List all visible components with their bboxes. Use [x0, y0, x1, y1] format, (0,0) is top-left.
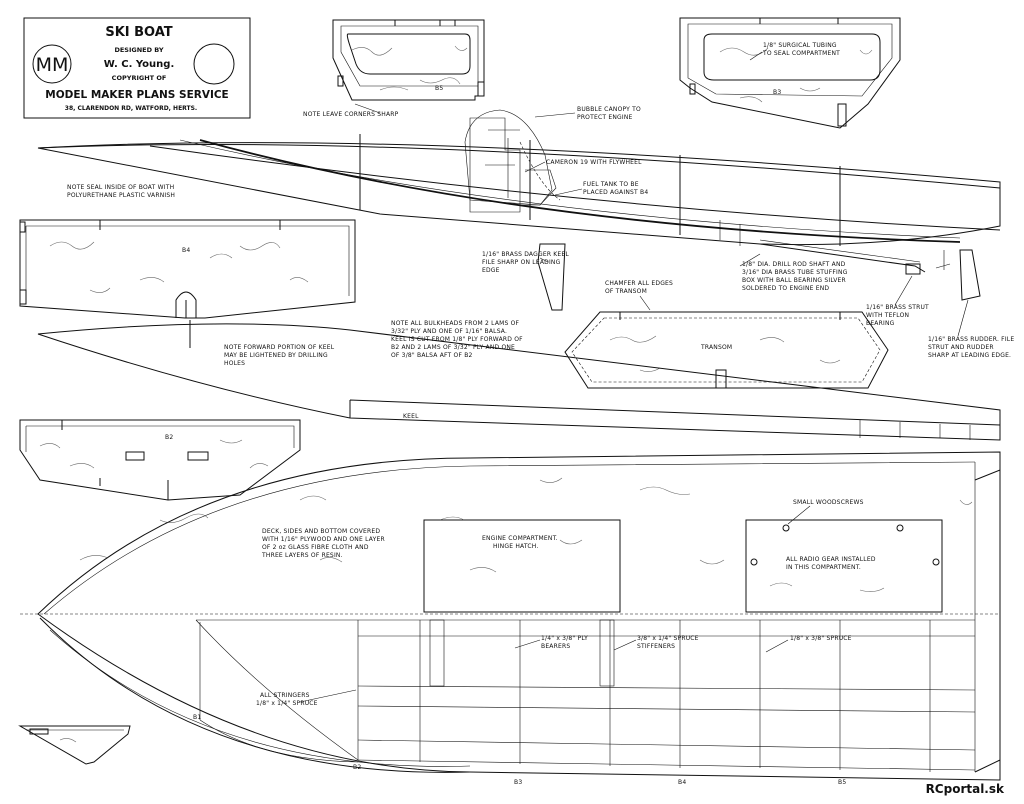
note-shaft-1: 1/8" DIA. DRILL ROD SHAFT AND: [742, 261, 846, 268]
engine-canopy: [464, 109, 557, 213]
note-dagger-3: EDGE: [482, 267, 500, 274]
bulkhead-b4: B4: [19, 219, 356, 319]
note-fuel-1: FUEL TANK TO BE: [583, 181, 639, 188]
note-shaft-4: SOLDERED TO ENGINE END: [742, 285, 829, 292]
hull-side-profile: [37, 134, 1001, 311]
note-bulk-3: KEEL IS CUT FROM 1/8" PLY FORWARD OF: [391, 336, 523, 343]
hull-plan-view: [20, 451, 1001, 781]
note-rudder-2: STRUT AND RUDDER: [928, 344, 994, 351]
plan-title: SKI BOAT: [105, 25, 172, 40]
note-dagger-2: FILE SHARP ON LEADING: [482, 259, 561, 266]
b2-label: B2: [165, 434, 173, 441]
note-leave-corners: NOTE LEAVE CORNERS SHARP: [303, 111, 399, 118]
keel: KEEL: [37, 320, 1001, 441]
note-bearers-2: BEARERS: [541, 643, 570, 650]
note-seal-2: POLYURETHANE PLASTIC VARNISH: [67, 192, 175, 199]
note-keel-3: HOLES: [224, 360, 245, 367]
b3-label: B3: [773, 89, 781, 96]
note-bulk-2: 3/32" PLY AND ONE OF 1/16" BALSA.: [391, 328, 507, 335]
note-strut-2: WITH TEFLON: [866, 312, 909, 319]
radio-compartment-hatch: [745, 519, 943, 613]
note-chamfer-1: CHAMFER ALL EDGES: [605, 280, 673, 287]
note-rudder-1: 1/16" BRASS RUDDER. FILE: [928, 336, 1014, 343]
note-deck-4: THREE LAYERS OF RESIN.: [261, 552, 343, 559]
note-shaft-2: 3/16" DIA BRASS TUBE STUFFING: [742, 269, 848, 276]
station-b1: B1: [193, 714, 201, 721]
note-bulk-4: B2 AND 2 LAMS OF 3/32" PLY AND ONE: [391, 344, 515, 351]
station-b2: B2: [353, 764, 361, 771]
transom: TRANSOM: [564, 311, 889, 389]
title-block: SKI BOAT DESIGNED BY W. C. Young. COPYRI…: [23, 17, 251, 119]
note-strut-3: BEARING: [866, 320, 895, 327]
engine-compartment-hatch: [423, 519, 621, 613]
transom-label: TRANSOM: [700, 344, 732, 351]
copyright-label: COPYRIGHT OF: [112, 74, 167, 82]
note-canopy-1: BUBBLE CANOPY TO: [577, 106, 641, 113]
note-stringers-1: ALL STRINGERS: [260, 692, 310, 699]
note-strut-1: 1/16" BRASS STRUT: [866, 304, 929, 311]
keel-label: KEEL: [403, 413, 419, 420]
note-dagger-1: 1/16" BRASS DAGGER KEEL: [482, 251, 569, 258]
note-seal-1: NOTE SEAL INSIDE OF BOAT WITH: [67, 184, 174, 191]
publisher-name: MODEL MAKER PLANS SERVICE: [45, 89, 228, 101]
note-surgical-2: TO SEAL COMPARTMENT: [762, 50, 840, 57]
bulkhead-b1: [18, 725, 131, 765]
designer-name: W. C. Young.: [104, 59, 175, 70]
mm-logo: MM: [32, 44, 72, 84]
svg-text:MM: MM: [36, 54, 69, 76]
note-radio-2: IN THIS COMPARTMENT.: [786, 564, 861, 571]
note-engine-2: HINGE HATCH.: [493, 543, 538, 550]
note-engine-1: ENGINE COMPARTMENT.: [482, 535, 558, 542]
note-keel-2: MAY BE LIGHTENED BY DRILLING: [224, 352, 328, 359]
watermark: RCportal.sk: [926, 782, 1005, 796]
note-bulk-1: NOTE ALL BULKHEADS FROM 2 LAMS OF: [391, 320, 520, 327]
note-chamfer-2: OF TRANSOM: [605, 288, 647, 295]
note-radio-1: ALL RADIO GEAR INSTALLED: [786, 556, 876, 563]
bulkhead-b5: B5: [332, 19, 485, 101]
note-stiff-2: STIFFENERS: [637, 643, 675, 650]
note-stringers-2: 1/8" x 1/4" SPRUCE: [256, 700, 318, 707]
note-bearers-1: 1/4" x 3/8" PLY: [541, 635, 588, 642]
note-bulk-5: OF 3/8" BALSA AFT OF B2: [391, 352, 473, 359]
note-keel-1: NOTE FORWARD PORTION OF KEEL: [224, 344, 335, 351]
publisher-address: 38, CLARENDON RD, WATFORD, HERTS.: [65, 105, 197, 112]
station-b5: B5: [838, 779, 846, 786]
note-deck-2: WITH 1/16" PLYWOOD AND ONE LAYER: [262, 536, 385, 543]
note-deck-3: OF 2 oz GLASS FIBRE CLOTH AND: [262, 544, 369, 551]
bulkhead-b3: B3: [679, 17, 901, 129]
note-surgical-1: 1/8" SURGICAL TUBING: [763, 42, 837, 49]
note-canopy-2: PROTECT ENGINE: [577, 114, 633, 121]
station-b4: B4: [678, 779, 686, 786]
stamp-circle: [193, 43, 235, 85]
note-screws: SMALL WOODSCREWS: [793, 499, 864, 506]
designed-by-label: DESIGNED BY: [114, 46, 163, 54]
note-spruce: 1/8" x 3/8" SPRUCE: [790, 635, 852, 642]
note-deck-1: DECK, SIDES AND BOTTOM COVERED: [262, 528, 380, 535]
bulkhead-b2: B2: [19, 419, 301, 501]
note-cameron: CAMERON 19 WITH FLYWHEEL: [546, 159, 642, 166]
station-b3: B3: [514, 779, 522, 786]
note-rudder-3: SHARP AT LEADING EDGE.: [928, 352, 1011, 359]
b5-label: B5: [435, 85, 443, 92]
note-fuel-2: PLACED AGAINST B4: [583, 189, 648, 196]
b4-label: B4: [182, 247, 190, 254]
note-stiff-1: 3/8" x 1/4" SPRUCE: [637, 635, 699, 642]
note-shaft-3: BOX WITH BALL BEARING SILVER: [742, 277, 846, 284]
